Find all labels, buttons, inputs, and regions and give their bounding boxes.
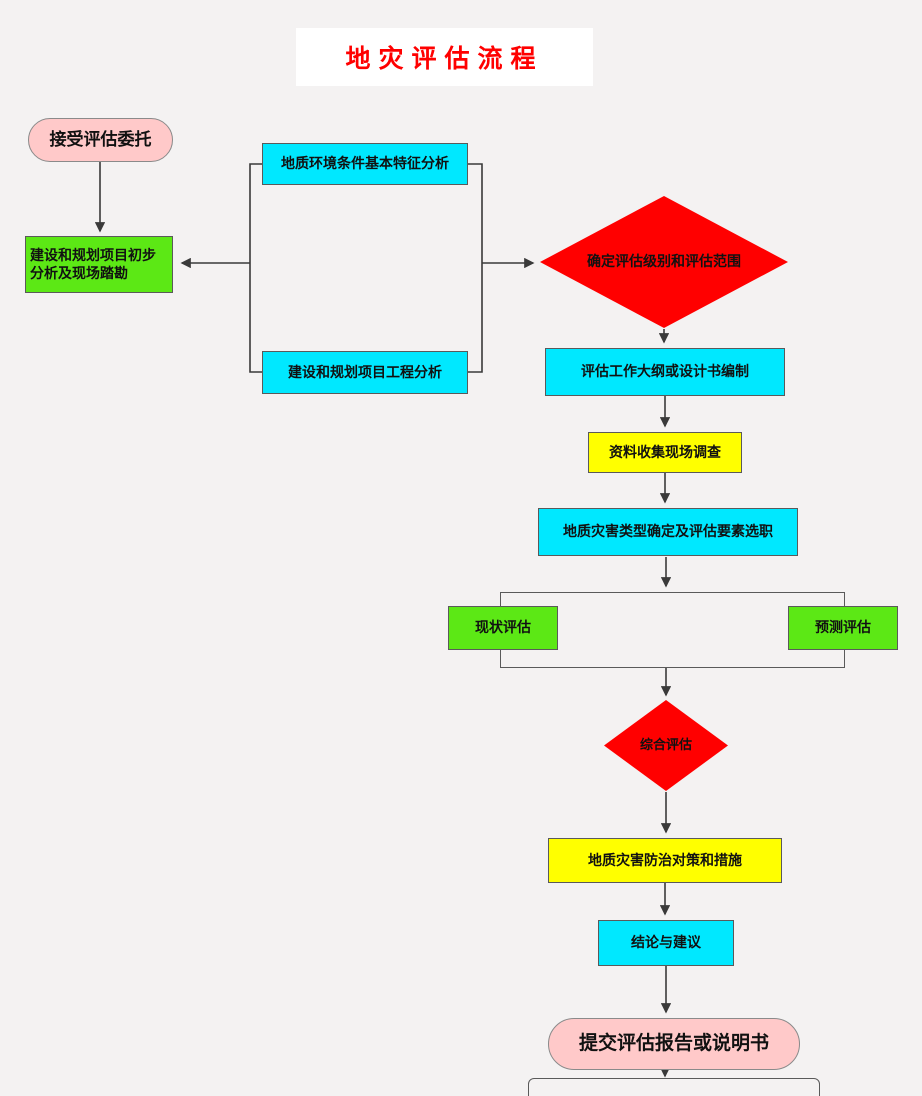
node-data-collection[interactable]: 资料收集现场调查 — [588, 432, 742, 473]
node-comprehensive-assessment[interactable]: 综合评估 — [604, 700, 728, 791]
node-project-engineering-analysis[interactable]: 建设和规划项目工程分析 — [262, 351, 468, 394]
edge-bracket-left — [249, 163, 262, 373]
node-determine-level-scope[interactable]: 确定评估级别和评估范围 — [540, 196, 788, 328]
node-current-assessment[interactable]: 现状评估 — [448, 606, 558, 650]
diagram-title-box: 地灾评估流程 — [296, 28, 593, 86]
node-hazard-type-selection[interactable]: 地质灾害类型确定及评估要素选职 — [538, 508, 798, 556]
node-prediction-assessment[interactable]: 预测评估 — [788, 606, 898, 650]
node-prevention-measures[interactable]: 地质灾害防治对策和措施 — [548, 838, 782, 883]
node-submit-report[interactable]: 提交评估报告或说明书 — [548, 1018, 800, 1070]
node-geo-environment-analysis[interactable]: 地质环境条件基本特征分析 — [262, 143, 468, 185]
diagram-title: 地灾评估流程 — [345, 46, 544, 73]
node-accept-commission[interactable]: 接受评估委托 — [28, 118, 173, 162]
node-preliminary-analysis[interactable]: 建设和规划项目初步分析及现场踏勘 — [25, 236, 173, 293]
node-work-outline[interactable]: 评估工作大纲或设计书编制 — [545, 348, 785, 396]
node-conclusion-suggestion[interactable]: 结论与建议 — [598, 920, 734, 966]
cutoff-bottom-box[interactable] — [528, 1078, 820, 1096]
edge-bracket-right — [468, 163, 483, 373]
